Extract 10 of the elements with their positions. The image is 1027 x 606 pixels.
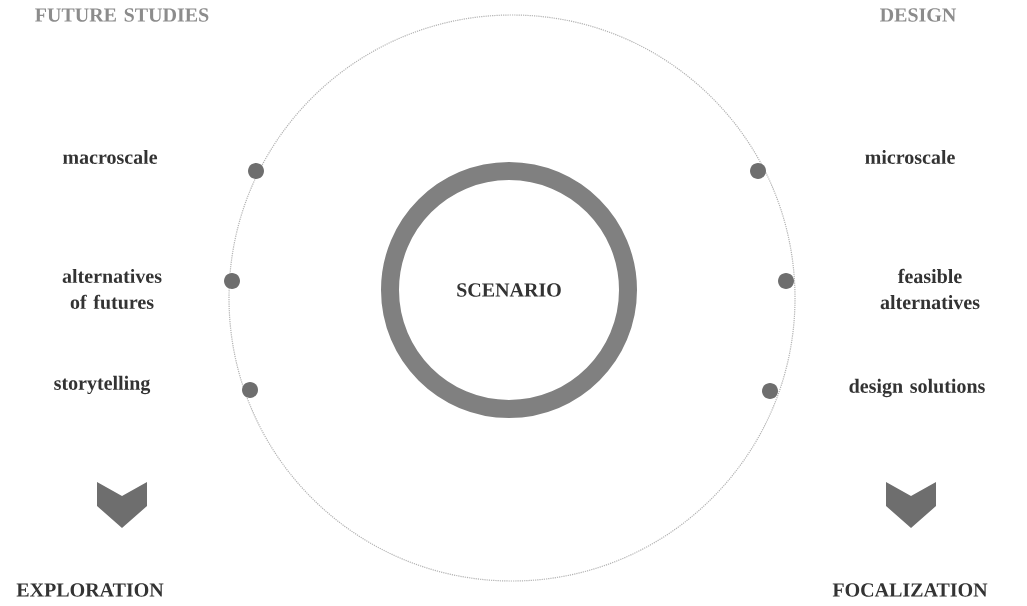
item-label: microscale (865, 149, 955, 165)
item-label: macroscale (62, 149, 158, 165)
heading: EXPLORATION (16, 583, 164, 597)
item-label: alternatives of futures (62, 268, 162, 310)
item-label: storytelling (54, 375, 151, 395)
heading: DESIGN (880, 8, 957, 22)
item-label: feasible alternatives (880, 268, 980, 310)
heading: FUTURE STUDIES (35, 8, 209, 22)
item-label: design solutions (849, 378, 985, 398)
heading: FOCALIZATION (832, 583, 988, 597)
